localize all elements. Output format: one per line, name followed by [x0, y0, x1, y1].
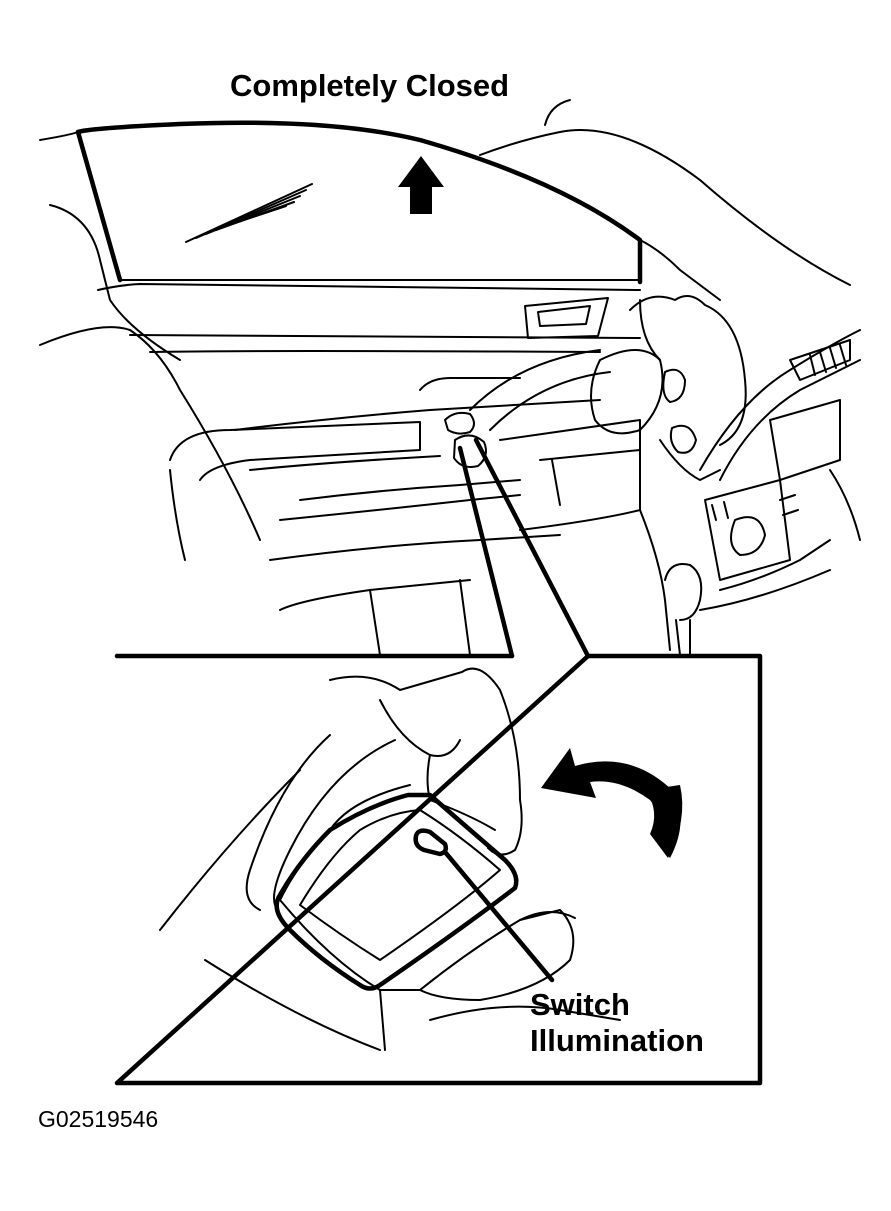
- diagram-title: Completely Closed: [230, 68, 510, 103]
- switch-illumination-label: Switch Illumination: [530, 987, 704, 1058]
- figure-id: G02519546: [38, 1106, 159, 1132]
- rotate-arrow-icon: [541, 748, 683, 858]
- window-switch-location: [444, 411, 591, 659]
- up-arrow-icon: [398, 156, 444, 214]
- window-glass: [75, 120, 643, 285]
- callout-line-1: Switch: [530, 987, 630, 1022]
- callout-line-2: Illumination: [530, 1022, 704, 1058]
- door-and-dashboard: [39, 99, 861, 656]
- detail-inset: [114, 653, 763, 1086]
